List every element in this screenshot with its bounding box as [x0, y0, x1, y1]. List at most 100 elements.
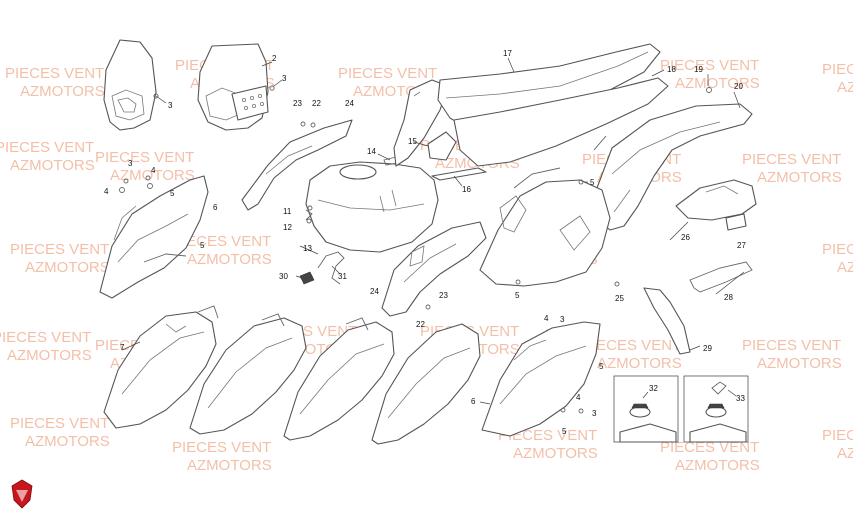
watermark-line1: PIECES VENT: [95, 149, 194, 166]
tank-trim-15: [427, 131, 457, 161]
side-cover-lower: [381, 221, 487, 317]
watermark-line2: AZMOTORS: [25, 433, 110, 450]
watermark-line2: AZMOTORS: [110, 167, 195, 184]
watermark-25: PIECES VENT AZMOTORS: [822, 427, 853, 462]
watermark-line1: PIECES VENT: [582, 337, 681, 354]
callout-17: 17: [503, 49, 512, 58]
watermark-line2: AZMOTORS: [837, 259, 853, 276]
watermark-line1: PIECES VENT: [5, 65, 104, 82]
headlight-mask-plain: [103, 39, 167, 131]
watermark-line1: PIECES VENT: [822, 427, 853, 444]
watermark-line1: PIECES VENT: [742, 337, 841, 354]
callout-5: 5: [562, 427, 567, 436]
callout-29: 29: [703, 344, 712, 353]
seat: [437, 43, 669, 167]
watermark-line2: AZMOTORS: [20, 83, 105, 100]
callout-22: 22: [416, 320, 425, 329]
watermark-14: PIECES VENT AZMOTORS: [822, 241, 853, 276]
headlight-mask-grille: [197, 43, 283, 131]
radiator-shroud-left: [99, 175, 209, 299]
watermark-line2: AZMOTORS: [675, 457, 760, 474]
callout-16: 16: [462, 185, 471, 194]
callout-25: 25: [615, 294, 624, 303]
callout-4: 4: [544, 314, 549, 323]
watermark-line1: PIECES VENT: [338, 65, 437, 82]
callout-5: 5: [170, 189, 175, 198]
watermark-line2: AZMOTORS: [513, 445, 598, 462]
watermark-line2: AZMOTORS: [10, 157, 95, 174]
watermark-line2: AZMOTORS: [25, 259, 110, 276]
watermark-7: PIECES VENT AZMOTORS: [95, 149, 195, 184]
callout-7: 7: [120, 343, 125, 352]
azmotors-shield-logo: [11, 479, 33, 509]
inset-fuel-cap-33: [683, 375, 749, 443]
watermark-line1: PIECES VENT: [660, 439, 759, 456]
callout-5: 5: [515, 291, 520, 300]
watermark-11: PIECES VENT AZMOTORS: [10, 241, 110, 276]
watermark-line1: PIECES VENT: [172, 233, 271, 250]
watermark-line2: AZMOTORS: [837, 445, 853, 462]
watermark-line2: AZMOTORS: [837, 79, 853, 96]
callout-5: 5: [599, 362, 604, 371]
callout-24: 24: [370, 287, 379, 296]
watermark-line1: PIECES VENT: [10, 241, 109, 258]
callout-4: 4: [151, 166, 156, 175]
watermark-1: PIECES VENT AZMOTORS: [5, 65, 105, 100]
watermark-19: PIECES VENT AZMOTORS: [582, 337, 682, 372]
callout-31: 31: [338, 272, 347, 281]
watermark-line1: PIECES VENT: [742, 151, 841, 168]
callout-4: 4: [104, 187, 109, 196]
callout-5: 5: [200, 241, 205, 250]
side-cover-upper: [241, 119, 353, 211]
callout-23: 23: [293, 99, 302, 108]
radiator-shroud-right: [481, 321, 601, 437]
callout-3: 3: [128, 159, 133, 168]
callout-4: 4: [576, 393, 581, 402]
callout-33: 33: [736, 394, 745, 403]
inset-fuel-cap-32: [613, 375, 679, 443]
watermark-line2: AZMOTORS: [757, 355, 842, 372]
callout-2: 2: [272, 54, 277, 63]
callout-30: 30: [279, 272, 288, 281]
front-fender-4: [371, 323, 481, 445]
callout-numbers: 2 3 3 23 22 24 17 18 19 20 3 4 4 5 6 5 1…: [104, 49, 746, 436]
fuel-tank: [305, 161, 439, 253]
callout-15: 15: [408, 137, 417, 146]
callout-32: 32: [649, 384, 658, 393]
callout-3: 3: [560, 315, 565, 324]
mud-flap: [643, 287, 691, 355]
callout-11: 11: [283, 207, 292, 216]
watermark-line1: PIECES VENT: [822, 241, 853, 258]
watermark-22: PIECES VENT AZMOTORS: [172, 439, 272, 474]
callout-14: 14: [367, 147, 376, 156]
callout-27: 27: [737, 241, 746, 250]
front-fender-3: [283, 317, 395, 441]
watermark-line2: AZMOTORS: [7, 347, 92, 364]
fuel-hose: [299, 251, 345, 285]
callout-18: 18: [667, 65, 676, 74]
watermark-6: PIECES VENT AZMOTORS: [0, 139, 95, 174]
watermark-line2: AZMOTORS: [187, 251, 272, 268]
callout-6: 6: [213, 203, 218, 212]
callout-22: 22: [312, 99, 321, 108]
watermark-12: PIECES VENT AZMOTORS: [172, 233, 272, 268]
watermark-line2: AZMOTORS: [675, 75, 760, 92]
watermark-line2: AZMOTORS: [597, 355, 682, 372]
watermark-20: PIECES VENT AZMOTORS: [742, 337, 842, 372]
front-fender-1: [103, 305, 219, 429]
callout-3: 3: [592, 409, 597, 418]
callout-24: 24: [345, 99, 354, 108]
leader-lines: [121, 57, 745, 405]
watermark-line1: PIECES VENT: [822, 61, 853, 78]
callout-28: 28: [724, 293, 733, 302]
watermark-line2: AZMOTORS: [757, 169, 842, 186]
watermark-24: PIECES VENT AZMOTORS: [660, 439, 760, 474]
watermark-21: PIECES VENT AZMOTORS: [10, 415, 110, 450]
watermark-10: PIECES VENT AZMOTORS: [742, 151, 842, 186]
watermark-line1: PIECES VENT: [0, 139, 94, 156]
callout-19: 19: [694, 65, 703, 74]
grab-handle: [689, 261, 753, 293]
callout-3: 3: [282, 74, 287, 83]
callout-12: 12: [283, 223, 292, 232]
